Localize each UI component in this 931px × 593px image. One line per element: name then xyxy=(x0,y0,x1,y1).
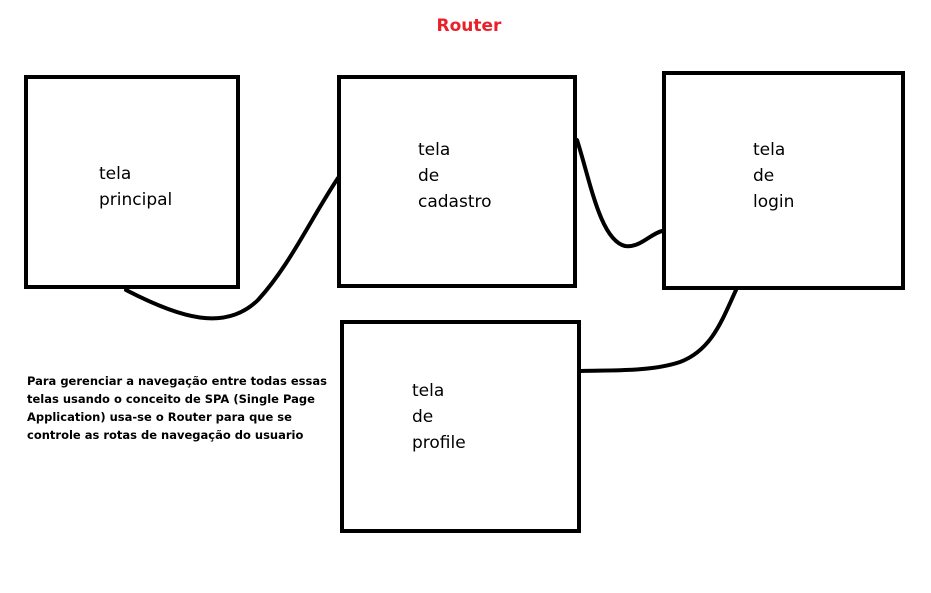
connector-login-profile xyxy=(579,288,738,373)
screen-label-cadastro: tela de cadastro xyxy=(418,140,492,212)
screen-label-login: tela de login xyxy=(753,140,795,212)
description-note: Para gerenciar a navegação entre todas e… xyxy=(27,374,327,442)
diagram-title: Router xyxy=(436,16,502,36)
screen-box-cadastro: tela de cadastro xyxy=(337,75,577,288)
screen-label-principal: tela principal xyxy=(99,164,173,210)
screen-box-login: tela de login xyxy=(662,71,905,290)
connector-cadastro-login xyxy=(575,138,664,249)
connector-principal-cadastro xyxy=(124,176,340,321)
screen-box-profile: tela de profile xyxy=(340,320,581,533)
screen-box-principal: tela principal xyxy=(24,75,240,289)
screen-label-profile: tela de profile xyxy=(412,381,466,453)
